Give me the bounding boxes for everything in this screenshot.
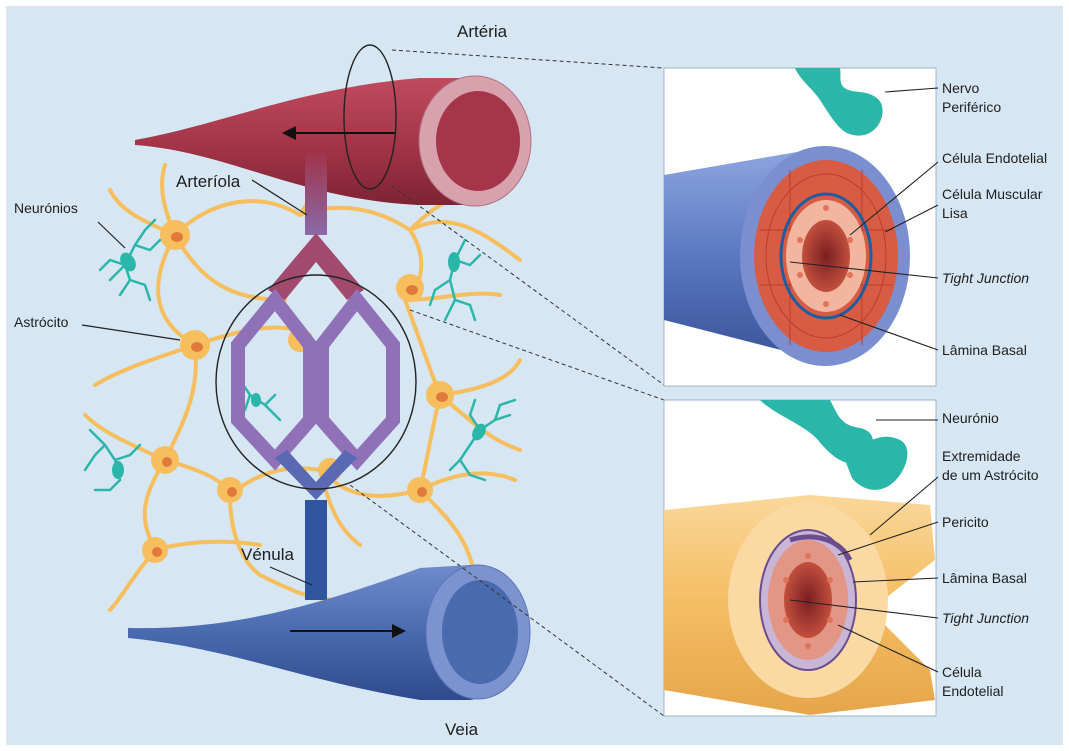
- label-lamina-basal-top: Lâmina Basal: [942, 342, 1027, 359]
- label-celula-endotelial: Célula Endotelial: [942, 150, 1047, 167]
- label-pericito: Pericito: [942, 514, 989, 531]
- label-endotelial: Endotelial: [942, 683, 1004, 700]
- venule-stem: [305, 500, 327, 600]
- label-de-um-astrocito: de um Astrócito: [942, 467, 1039, 484]
- label-celula-muscular: Célula Muscular: [942, 186, 1042, 203]
- label-extremidade: Extremidade: [942, 448, 1021, 465]
- label-lisa: Lisa: [942, 205, 968, 222]
- label-arteriola: Arteríola: [176, 172, 240, 192]
- label-veia: Veia: [445, 720, 478, 740]
- label-arteria: Artéria: [457, 22, 507, 42]
- panel-bottom: [664, 400, 938, 716]
- label-nervo: Nervo: [942, 80, 979, 97]
- panel-top: [664, 68, 938, 386]
- label-neuronios: Neurónios: [14, 200, 78, 217]
- label-astrocito: Astrócito: [14, 314, 68, 331]
- label-celula: Célula: [942, 664, 982, 681]
- label-lamina-basal-bottom: Lâmina Basal: [942, 570, 1027, 587]
- label-tight-junction-bottom: Tight Junction: [942, 610, 1029, 627]
- label-tight-junction-top: Tight Junction: [942, 270, 1029, 287]
- label-periferico: Periférico: [942, 99, 1001, 116]
- label-venula: Vénula: [241, 545, 294, 565]
- label-neuronio: Neurónio: [942, 410, 999, 427]
- arteriole-stem: [305, 150, 327, 235]
